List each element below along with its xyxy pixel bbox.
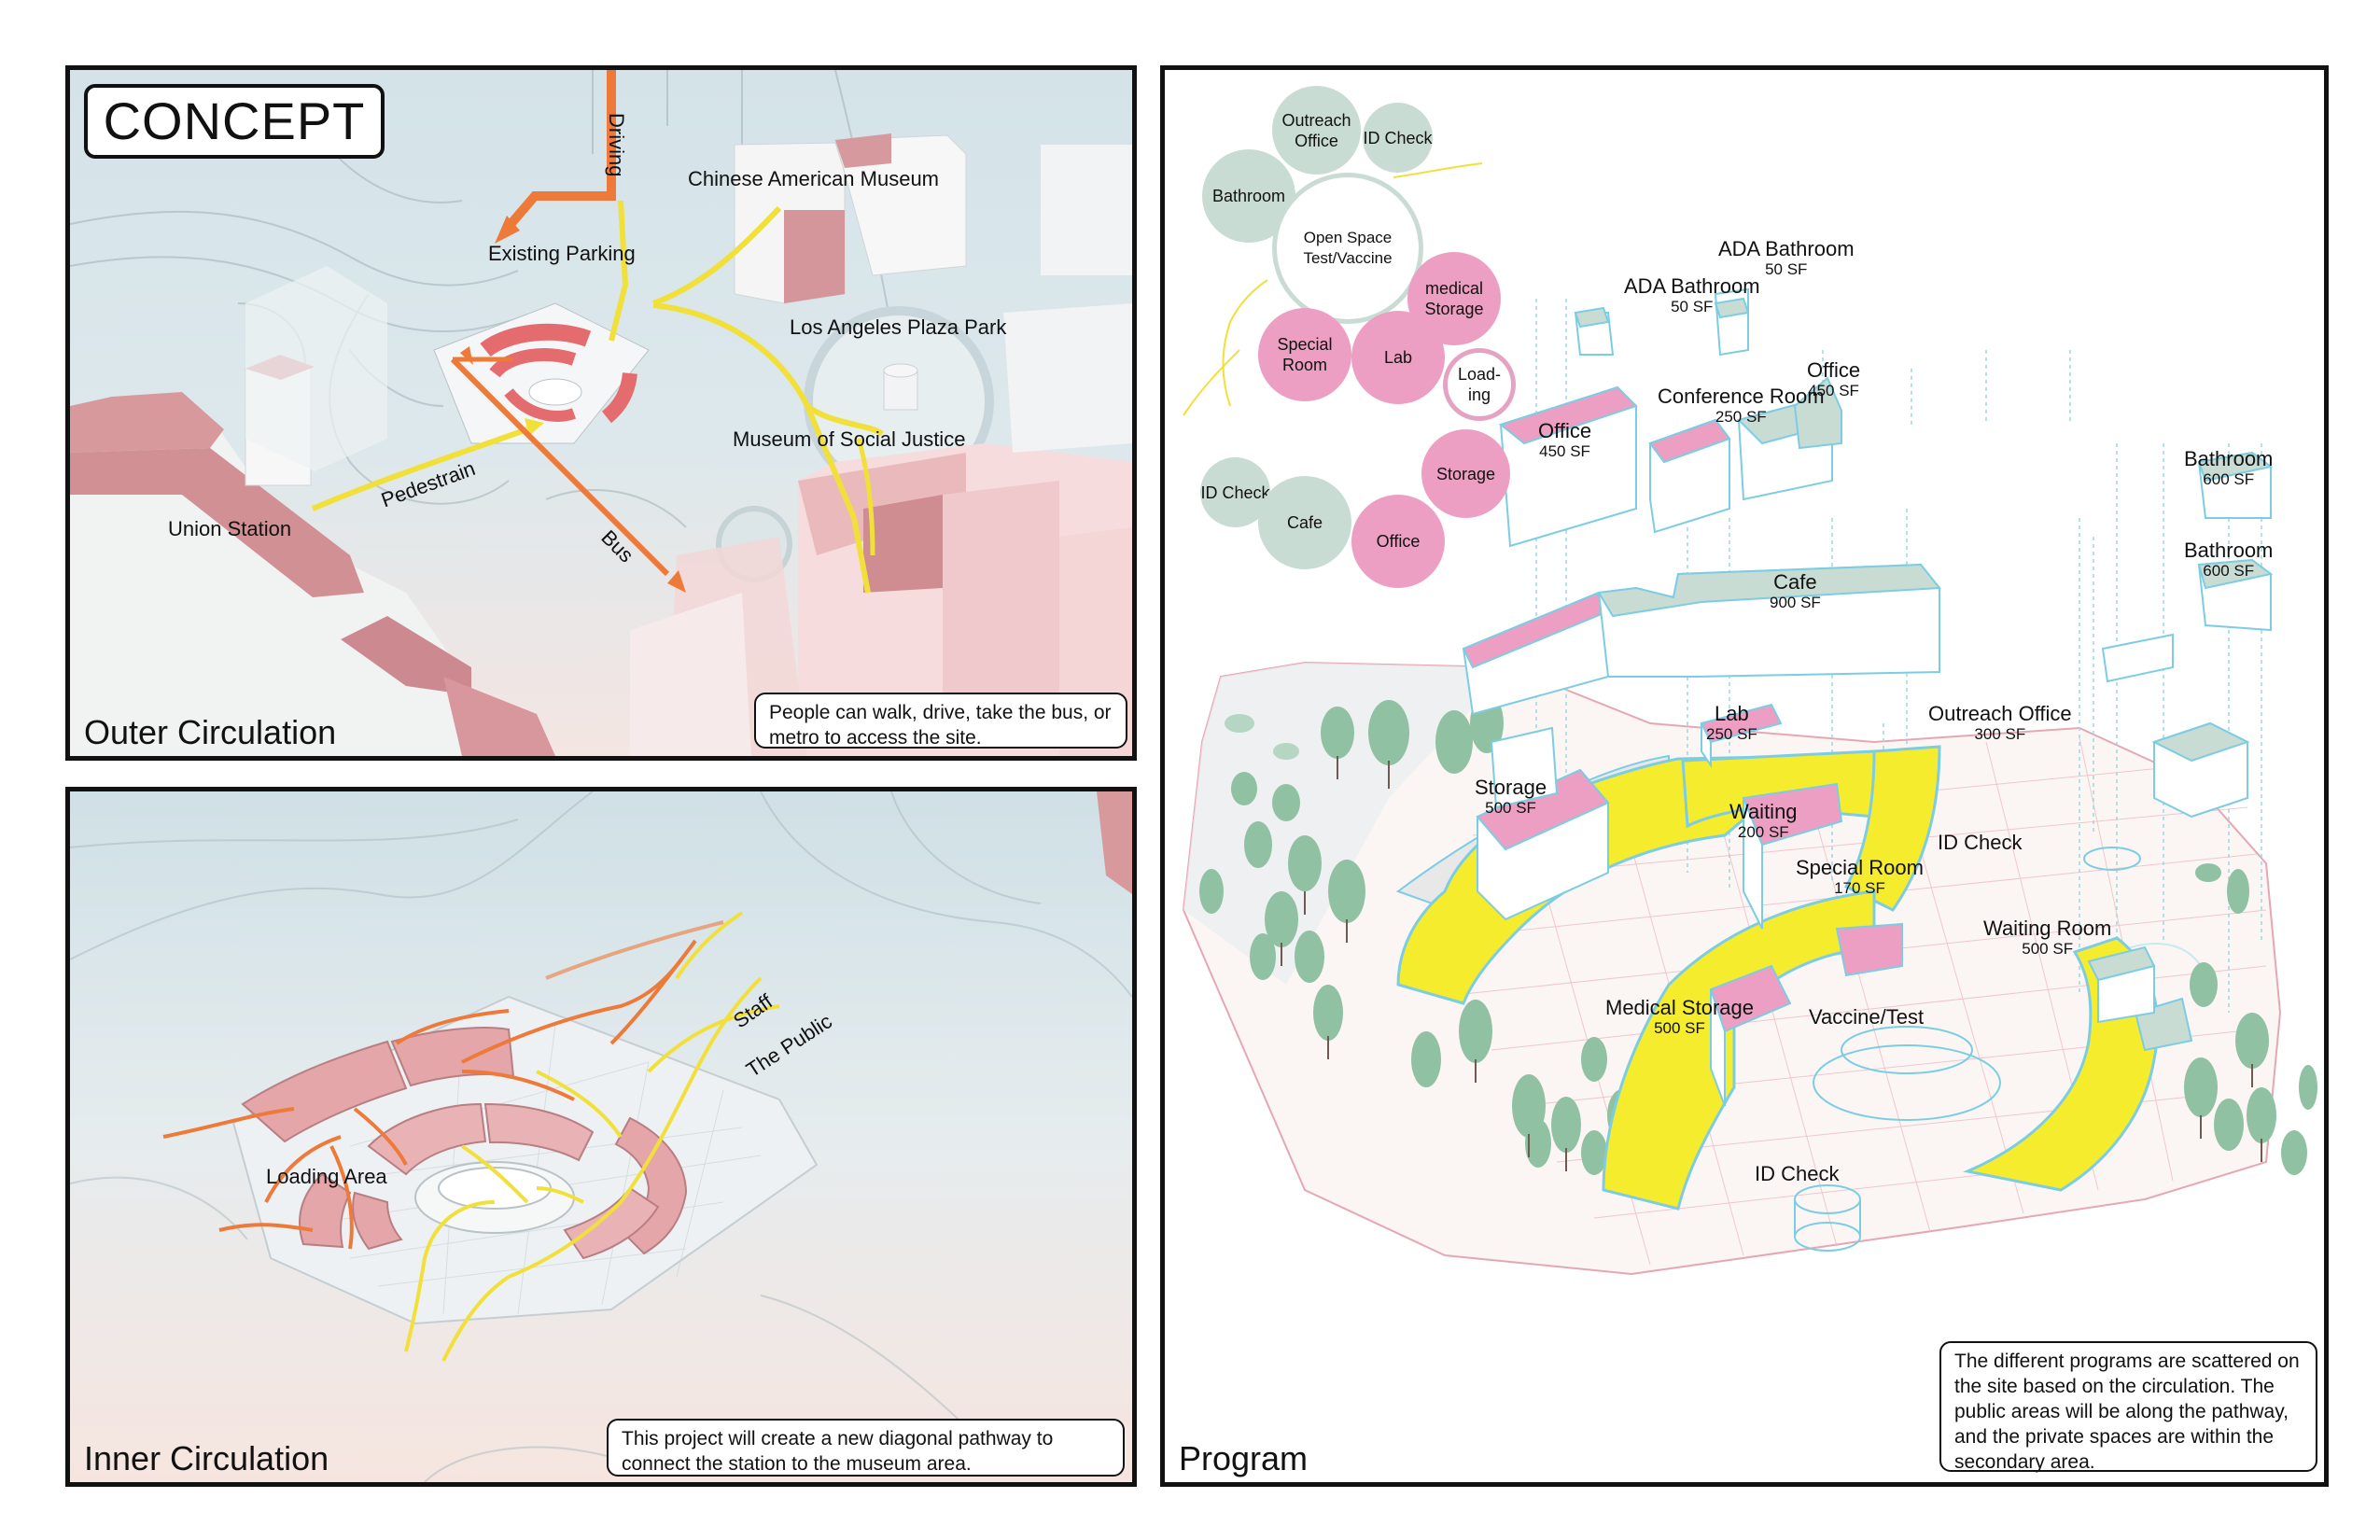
- circulation-arrows: [311, 70, 885, 594]
- la-plaza-park-circle: [716, 306, 994, 582]
- outer-circulation-panel: CONCEPT Driving Existing Parking Chinese…: [65, 65, 1137, 761]
- contour-lines: [70, 791, 1132, 1482]
- driving-label: Driving: [605, 113, 628, 177]
- vaccine-test-label: Vaccine/Test: [1809, 1005, 1925, 1029]
- la-plaza-park-label: Los Angeles Plaza Park: [790, 315, 1007, 339]
- inner-circulation-note: This project will create a new diagonal …: [607, 1419, 1125, 1477]
- bubble-open-space: Open Space Test/Vaccine: [1272, 173, 1423, 324]
- chinese-american-museum-label: Chinese American Museum: [688, 167, 940, 190]
- inner-circulation-map: [70, 791, 1132, 1482]
- inner-circulation-title: Inner Circulation: [84, 1439, 329, 1477]
- museum-social-justice-label: Museum of Social Justice: [733, 427, 966, 451]
- outer-circulation-note: People can walk, drive, take the bus, or…: [754, 693, 1127, 749]
- outer-circulation-map: [70, 70, 1132, 756]
- bubble-lab: Lab: [1351, 311, 1445, 404]
- program-diagram: [1182, 162, 2317, 1276]
- site-ring-building: [433, 302, 650, 444]
- program-note: The different programs are scattered on …: [1939, 1341, 2317, 1473]
- bubble-loading: Load- ing: [1443, 348, 1516, 421]
- id-check-site-label: ID Check: [1938, 831, 2023, 854]
- room-volumes: [1462, 287, 2274, 1252]
- concept-title: CONCEPT: [84, 84, 385, 159]
- existing-parking-label: Existing Parking: [488, 242, 636, 265]
- bubble-id-check-1: ID Check: [1363, 103, 1433, 173]
- outer-circulation-title: Outer Circulation: [84, 713, 337, 751]
- inner-circulation-arrows: [162, 911, 780, 1362]
- bubble-bathroom: Bathroom: [1202, 149, 1295, 243]
- bubble-storage: Storage: [1421, 429, 1510, 518]
- id-check-bottom-label: ID Check: [1755, 1162, 1840, 1185]
- loading-area-label: Loading Area: [266, 1165, 387, 1188]
- bubble-cafe: Cafe: [1258, 476, 1351, 569]
- neighbor-building: [1097, 791, 1132, 894]
- union-station-building: [70, 266, 555, 756]
- bubble-outreach-office: Outreach Office: [1272, 86, 1361, 175]
- union-station-label: Union Station: [168, 517, 292, 540]
- bubble-special-room: Special Room: [1258, 308, 1351, 401]
- program-title: Program: [1179, 1439, 1309, 1477]
- bubble-office: Office: [1351, 495, 1445, 588]
- inner-circulation-panel: Staff The Public Loading Area This proje…: [65, 787, 1137, 1487]
- program-panel: Outreach Office ID Check Bathroom Open S…: [1160, 65, 2329, 1487]
